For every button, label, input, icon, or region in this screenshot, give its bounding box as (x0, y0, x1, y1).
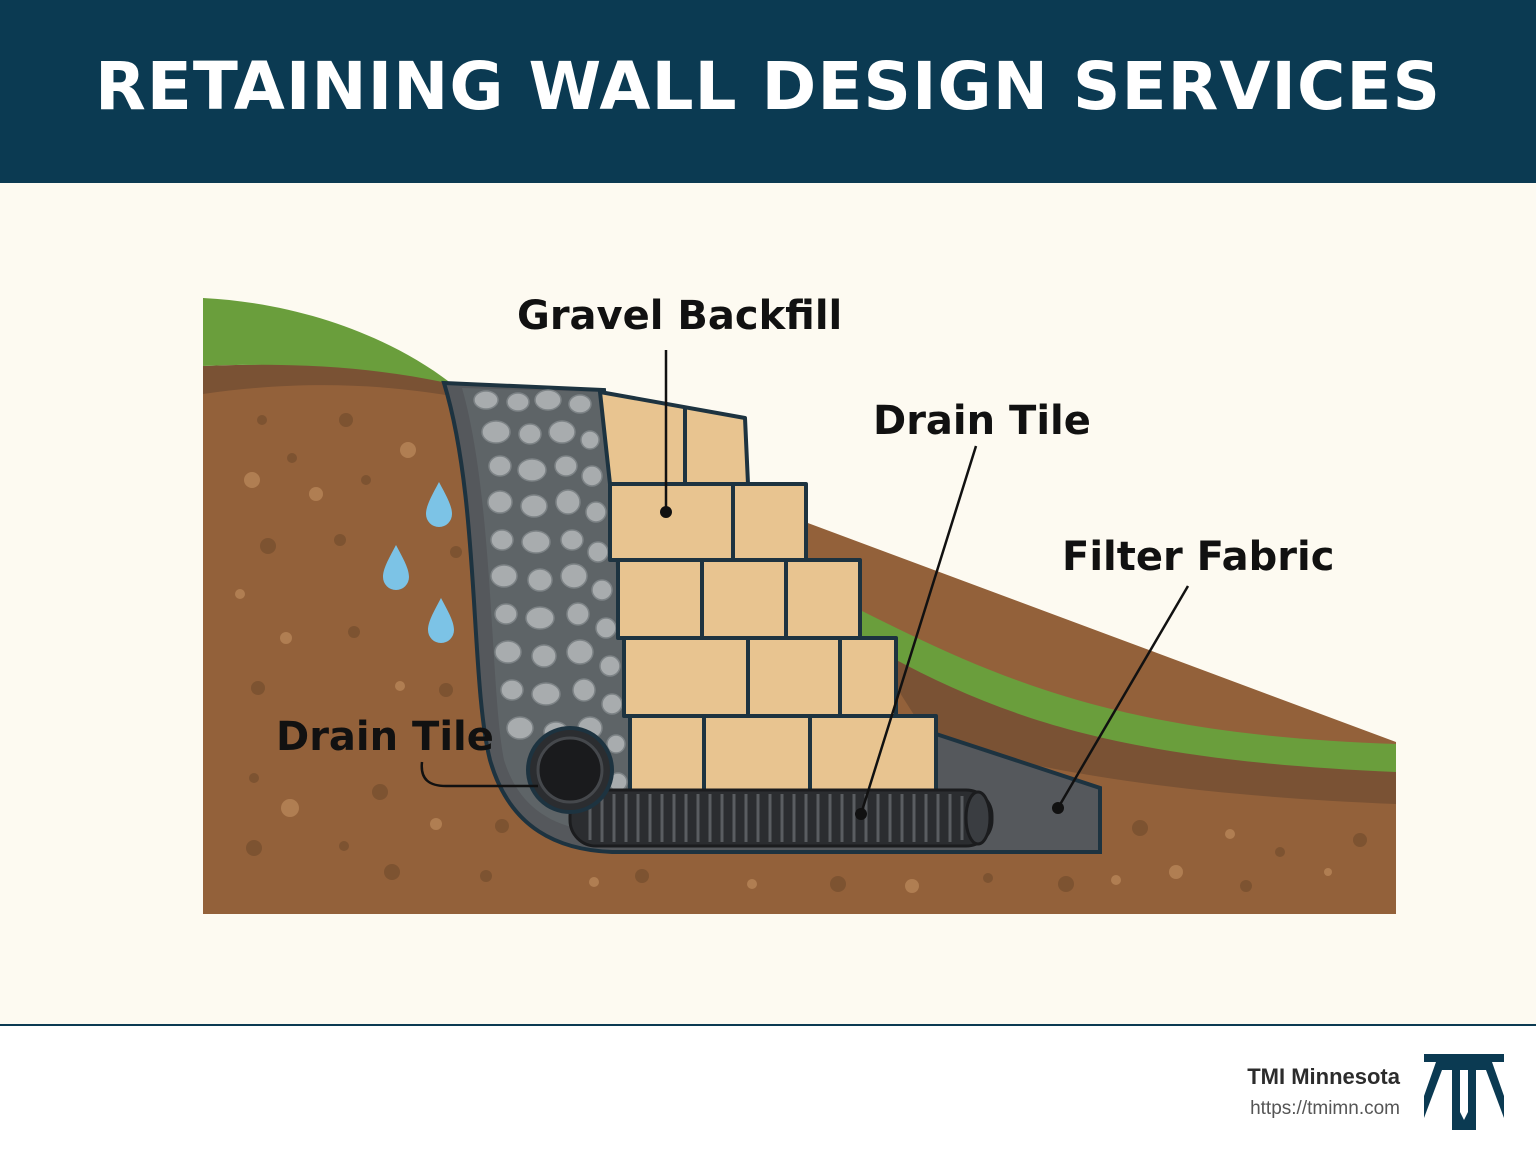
header-banner: RETAINING WALL DESIGN SERVICES (0, 0, 1536, 183)
label-gravel-backfill: Gravel Backfill (517, 293, 843, 339)
brand-url: https://tmimn.com (1250, 1098, 1400, 1119)
drain-tile-pipe (526, 726, 994, 848)
label-drain-tile-left: Drain Tile (276, 714, 494, 760)
grass-right (860, 610, 1396, 772)
leader-lines (420, 350, 1190, 815)
brand-block: TMI Minnesota https://tmimn.com (1247, 1064, 1400, 1120)
grass-left (203, 298, 452, 384)
page-title: RETAINING WALL DESIGN SERVICES (94, 48, 1442, 125)
label-filter-fabric: Filter Fabric (1062, 534, 1335, 580)
retaining-wall-diagram (203, 298, 1396, 914)
gravel-stones (473, 389, 628, 792)
brand-name: TMI Minnesota (1247, 1064, 1400, 1089)
tmi-logo-icon (1424, 1054, 1504, 1130)
footer (0, 1026, 1536, 1154)
leader-dots (660, 506, 1064, 820)
footer-divider (0, 1024, 1536, 1026)
label-drain-tile-top: Drain Tile (873, 398, 1091, 444)
retaining-wall-blocks (598, 390, 938, 794)
soil-specks (235, 413, 1367, 893)
water-drop-icon (383, 482, 454, 643)
